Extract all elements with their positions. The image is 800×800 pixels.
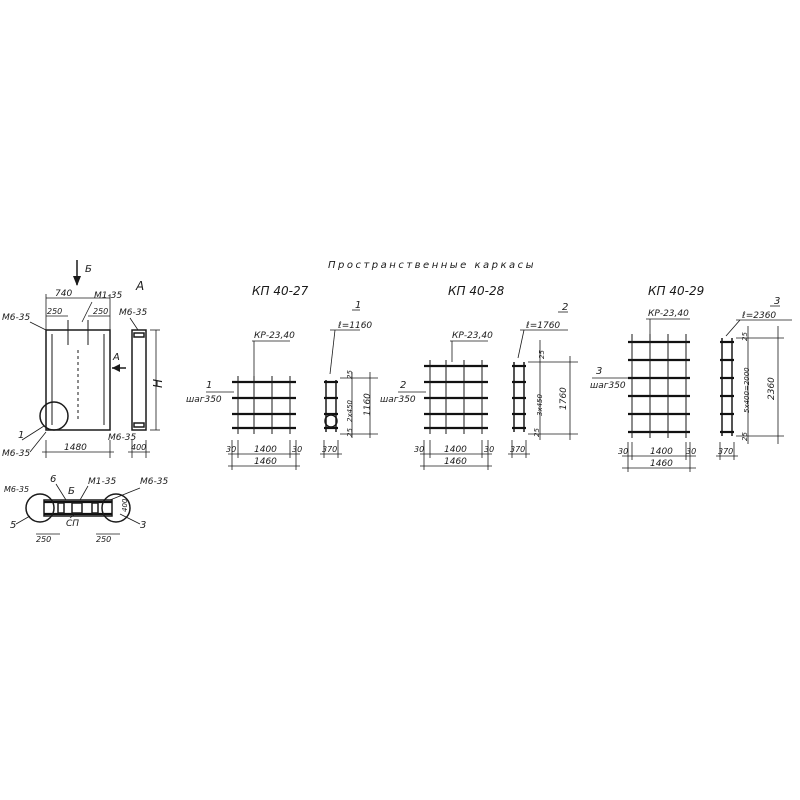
h-top: 25: [741, 332, 749, 341]
plan-cp: СП: [66, 519, 79, 529]
h-bottom: 25: [533, 428, 541, 437]
h-spacing: 5х400=2000: [743, 367, 751, 413]
kr-label: КР-23,40: [452, 331, 493, 341]
sheet-title: Пространственные каркасы: [328, 260, 536, 271]
kr-label: КР-23,40: [648, 309, 689, 319]
dim-right: 30: [686, 447, 696, 456]
dim-mid: 1400: [444, 445, 467, 455]
dim-1480: 1480: [64, 443, 87, 453]
frame-kp-40-27: КП 40-27 КР-23,40 1 шаг350 30 1400 30 14…: [186, 284, 378, 470]
dim-left: 30: [226, 445, 236, 454]
dim-depth: 370: [718, 447, 733, 456]
plan-m6-35-left: М6-35: [4, 485, 29, 494]
dim-400: 400: [131, 443, 146, 452]
view-arrow-label: А: [112, 352, 120, 363]
callout: 3: [596, 366, 602, 377]
length-label: ℓ=1160: [337, 321, 372, 331]
callout-side: 3: [774, 296, 780, 307]
view-arrow-icon: [112, 364, 120, 372]
plan-m6-35-right: М6-35: [140, 477, 168, 487]
frame-kp-40-28: КП 40-28 КР-23,40 2 шаг350 30 1400 30 14…: [380, 284, 578, 470]
label-m1-35: М1-35: [94, 291, 122, 301]
frame-title: КП 40-27: [252, 284, 309, 298]
dim-250-left: 250: [47, 307, 62, 316]
section-mark-b: Б: [85, 264, 92, 275]
h-top: 25: [538, 350, 546, 359]
section-arrow-icon: [73, 276, 81, 286]
view-mark-a: А: [135, 279, 144, 293]
h-spacing: 3х450: [536, 393, 544, 416]
h-bottom: 25: [346, 428, 354, 437]
dim-total: 1460: [444, 457, 467, 467]
frame-kp-40-29: КП 40-29 КР-23,40 3 шаг350 30 1400 30 14…: [590, 284, 792, 472]
dim-mid: 1400: [254, 445, 277, 455]
dim-total: 1460: [254, 457, 277, 467]
plan-title-b: Б: [68, 486, 75, 497]
dim-right: 30: [484, 445, 494, 454]
h-total: 2360: [767, 377, 777, 400]
dim-mid: 1400: [650, 447, 673, 457]
length-label: ℓ=2360: [741, 311, 776, 321]
frame-title: КП 40-28: [448, 284, 505, 298]
step-label: шаг350: [590, 381, 626, 391]
dim-left: 30: [618, 447, 628, 456]
label-m6-35-bl: М6-35: [2, 449, 30, 459]
plan-callout-6: 6: [50, 474, 56, 485]
plan-dim-250-left: 250: [36, 535, 51, 544]
assembly-view: Б А 740 250 250 М1-35 М6-35 М6-35 А: [2, 260, 168, 544]
label-m6-35-br: М6-35: [108, 433, 136, 443]
callout: 2: [400, 380, 406, 391]
dim-depth: 370: [322, 445, 337, 454]
detail-circle: [39, 401, 69, 431]
dim-right: 30: [292, 445, 302, 454]
plan-callout-5: 5: [10, 520, 16, 531]
label-m6-35-tl: М6-35: [2, 313, 30, 323]
plan-m1-35: М1-35: [88, 477, 116, 487]
h-total: 1160: [363, 393, 373, 416]
plan-dim-250-right: 250: [96, 535, 111, 544]
h-top: 25: [346, 370, 354, 379]
h-bottom: 25: [741, 432, 749, 441]
plan-view-b: Б 6 М1-35 М6-35 М6-35 400 5 СП 3: [4, 474, 168, 544]
step-label: шаг350: [186, 395, 222, 405]
callout-side: 2: [562, 302, 568, 313]
callout-1: 1: [18, 430, 24, 441]
dim-total: 1460: [650, 459, 673, 469]
callout-side: 1: [355, 300, 361, 311]
height-label-h: Н: [151, 379, 165, 388]
step-label: шаг350: [380, 395, 416, 405]
h-spacing: 2х450: [346, 399, 354, 422]
plan-callout-3: 3: [140, 520, 146, 531]
length-label: ℓ=1760: [525, 321, 560, 331]
frame-title: КП 40-29: [648, 284, 704, 298]
h-total: 1760: [559, 387, 569, 410]
dim-250-right: 250: [93, 307, 108, 316]
plan-dim-400: 400: [121, 498, 129, 512]
dim-left: 30: [414, 445, 424, 454]
label-m6-35-tr: М6-35: [119, 308, 147, 318]
callout: 1: [206, 380, 212, 391]
kr-label: КР-23,40: [254, 331, 295, 341]
dim-depth: 370: [510, 445, 525, 454]
dim-740: 740: [55, 289, 72, 299]
